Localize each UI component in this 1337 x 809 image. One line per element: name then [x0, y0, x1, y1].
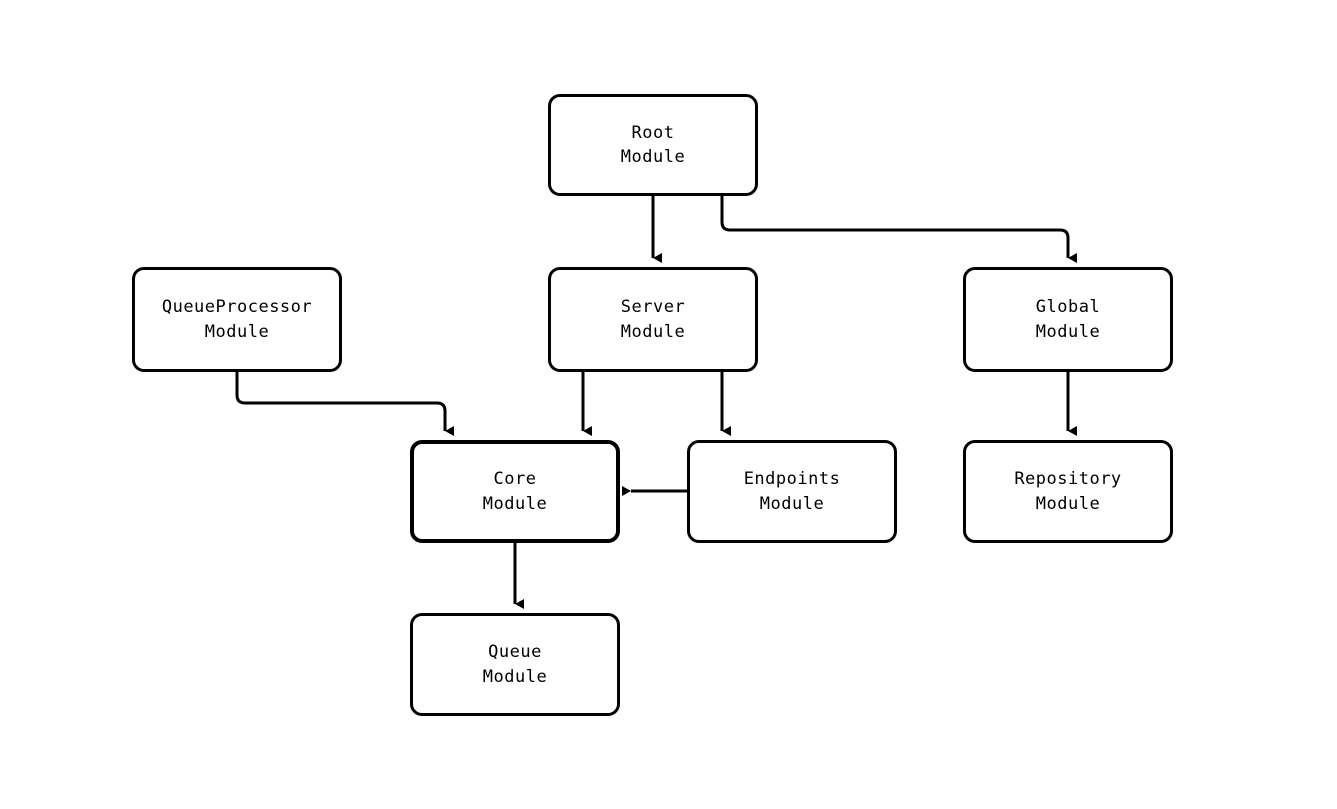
global-module-label-line2: Module	[1035, 321, 1101, 342]
queueprocessor-module-label-line1: QueueProcessor	[161, 297, 313, 318]
queueprocessor-module-label-line2: Module	[204, 321, 270, 342]
repository-module-label-line2: Module	[1035, 493, 1101, 514]
root-module-label-line1: Root	[631, 122, 675, 143]
repository-module-label-line1: Repository	[1014, 469, 1122, 490]
global-module-label-line1: Global	[1035, 297, 1101, 318]
queue-module-label-line1: Queue	[488, 642, 542, 663]
endpoints-module-label-line2: Module	[759, 493, 825, 514]
server-module-label-line2: Module	[620, 321, 686, 342]
core-module-label-line2: Module	[482, 493, 548, 514]
endpoints-module-label-line1: Endpoints	[743, 469, 841, 490]
edge-root-to-global	[720, 196, 1077, 263]
core-module-label-line1: Core	[493, 469, 537, 490]
root-module-label-line2: Module	[620, 147, 686, 167]
queue-module-label-line2: Module	[482, 666, 548, 687]
edge-queueprocessor-to-core	[235, 372, 454, 436]
server-module-label-line1: Server	[620, 297, 686, 318]
